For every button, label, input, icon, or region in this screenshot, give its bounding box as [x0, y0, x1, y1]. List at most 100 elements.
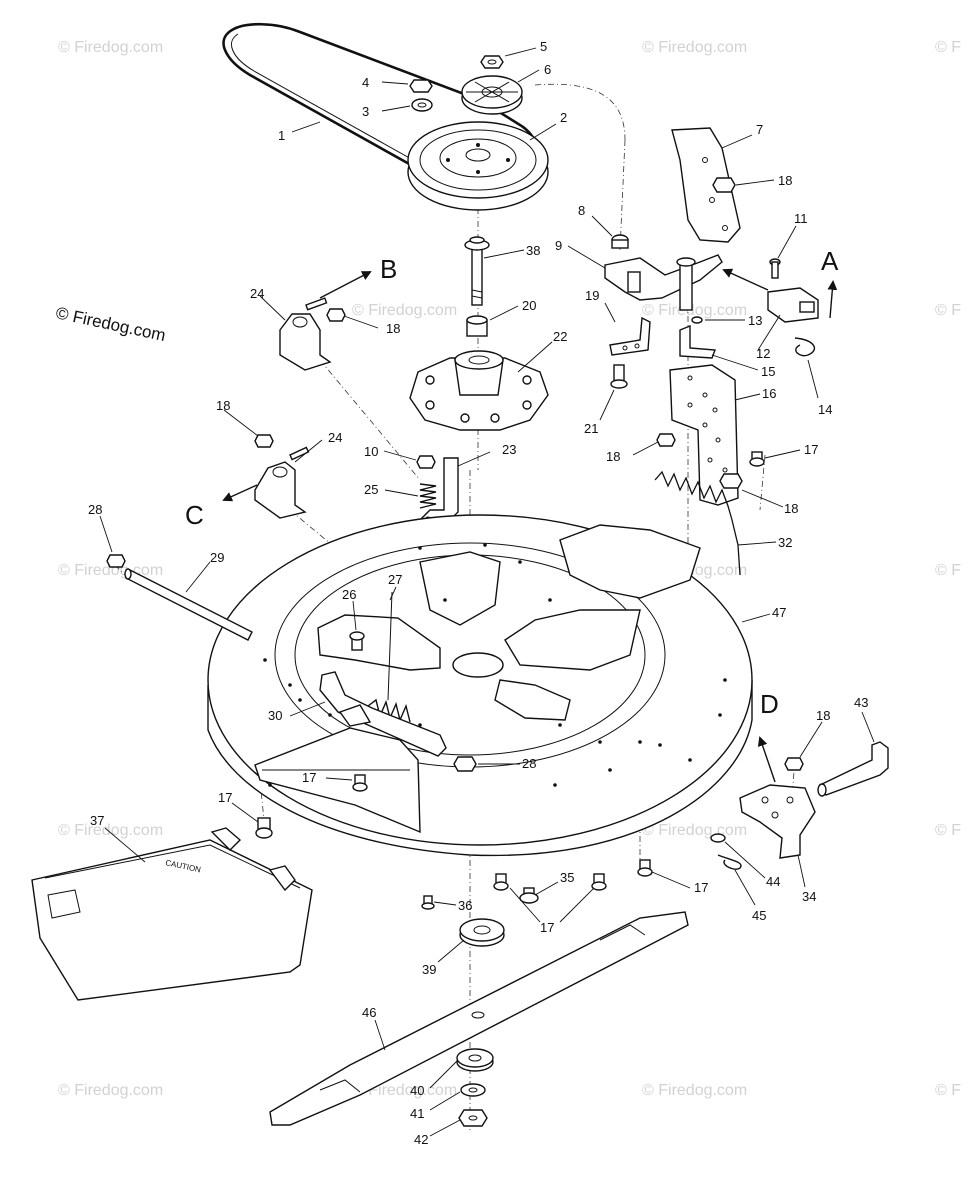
nut-18 [719, 473, 743, 489]
bolt-17 [352, 774, 368, 792]
leader-lines [99, 47, 875, 1137]
bolt-17 [493, 873, 509, 891]
watermark: © Firedog.com [642, 1082, 747, 1099]
blade-46 [269, 911, 689, 1126]
direction-letter-c: C [185, 500, 204, 530]
washer-40 [456, 1048, 494, 1072]
callout-17: 17 [302, 770, 316, 785]
callout-42: 42 [414, 1132, 428, 1147]
pin-11 [769, 258, 781, 279]
spring-32 [654, 470, 741, 576]
callout-13: 13 [748, 313, 762, 328]
callout-35: 35 [560, 870, 574, 885]
callout-41: 41 [410, 1106, 424, 1121]
callout-29: 29 [210, 550, 224, 565]
rod-29 [124, 568, 253, 641]
plate-16 [669, 364, 739, 506]
callout-11: 11 [794, 211, 808, 226]
direction-letter-a: A [821, 246, 839, 276]
watermark: © Firedog.com [58, 1082, 163, 1099]
discharge-deflector-37: CAUTION [31, 827, 313, 1001]
nut-18 [784, 757, 804, 771]
watermark: © Firedog.com [352, 302, 457, 319]
washer-3 [411, 98, 433, 112]
callout-17: 17 [694, 880, 708, 895]
callout-21: 21 [584, 421, 598, 436]
callout-43: 43 [854, 695, 868, 710]
callout-24: 24 [328, 430, 342, 445]
callout-18: 18 [784, 501, 798, 516]
callout-19: 19 [585, 288, 599, 303]
spacer-20 [466, 315, 488, 337]
bolt-17 [591, 873, 607, 891]
callout-5: 5 [540, 39, 547, 54]
callout-26: 26 [342, 587, 356, 602]
nut-5 [480, 55, 504, 69]
nut-28 [106, 554, 126, 568]
callout-8: 8 [578, 203, 585, 218]
callout-18: 18 [778, 173, 792, 188]
bolt-4 [409, 79, 433, 93]
callout-45: 45 [752, 908, 766, 923]
nut-18 [254, 434, 274, 448]
callout-labels: 1 2 3 4 5 6 7 8 9 10 11 12 13 14 15 16 1… [88, 39, 868, 1147]
callout-32: 32 [778, 535, 792, 550]
callout-22: 22 [553, 329, 567, 344]
callout-36: 36 [458, 898, 472, 913]
bracket-24-lower [254, 446, 310, 519]
bracket-7 [671, 127, 741, 243]
callout-40: 40 [410, 1083, 424, 1098]
bracket-34 [739, 784, 816, 859]
callout-12: 12 [756, 346, 770, 361]
lever-30 [319, 671, 447, 757]
callout-23: 23 [502, 442, 516, 457]
washer-44 [710, 833, 726, 843]
bolt-17 [255, 817, 273, 839]
clip-45 [717, 854, 742, 870]
watermark: © Firedog.com [935, 302, 962, 319]
callout-25: 25 [364, 482, 378, 497]
callout-30: 30 [268, 708, 282, 723]
mower-deck [207, 514, 753, 857]
idler-pulley [461, 75, 523, 115]
watermark: © Firedog.com [935, 562, 962, 579]
rod-43 [817, 741, 889, 797]
nut-18 [712, 177, 736, 193]
copyright-text: © Firedog.com [54, 303, 167, 345]
callout-17: 17 [218, 790, 232, 805]
callout-24: 24 [250, 286, 264, 301]
callout-38: 38 [526, 243, 540, 258]
bracket-15 [679, 324, 716, 359]
spring-25 [419, 483, 437, 509]
callout-47: 47 [772, 605, 786, 620]
callout-27: 27 [388, 572, 402, 587]
hairpin-14 [794, 337, 816, 357]
direction-letter-b: B [380, 254, 397, 284]
callout-14: 14 [818, 402, 832, 417]
callout-2: 2 [560, 110, 567, 125]
idler-arm-9 [604, 254, 723, 311]
callout-44: 44 [766, 874, 780, 889]
spindle-shaft [464, 236, 490, 306]
callout-28: 28 [522, 756, 536, 771]
callout-6: 6 [544, 62, 551, 77]
nut-42 [458, 1109, 488, 1127]
washer-13 [691, 316, 703, 324]
watermark: © Firedog.com [58, 39, 163, 56]
callout-46: 46 [362, 1005, 376, 1020]
callout-20: 20 [522, 298, 536, 313]
watermark: © Firedog.com [935, 822, 962, 839]
watermark: © Firedog.com [642, 822, 747, 839]
watermark: © Firedog.com [935, 1082, 962, 1099]
watermark: © Firedog.com [642, 302, 747, 319]
bracket-12 [767, 287, 819, 323]
callout-18: 18 [816, 708, 830, 723]
callout-10: 10 [364, 444, 378, 459]
nut-18 [326, 308, 346, 322]
callout-9: 9 [555, 238, 562, 253]
watermark: © Firedog.com [58, 822, 163, 839]
callout-3: 3 [362, 104, 369, 119]
washer-41 [460, 1083, 486, 1097]
callout-37: 37 [90, 813, 104, 828]
deck-pulley [407, 121, 549, 211]
